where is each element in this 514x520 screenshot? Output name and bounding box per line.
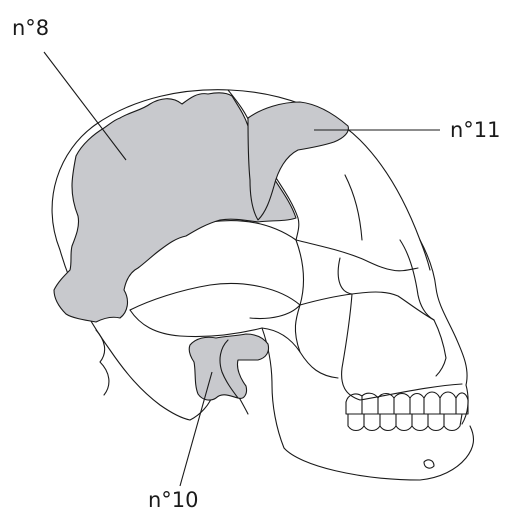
fragment-10 xyxy=(189,334,268,400)
mandible-outline xyxy=(262,328,473,480)
zygomatic-arch xyxy=(296,240,418,271)
label-fragment-8: n°8 xyxy=(12,18,49,39)
temporal-lower xyxy=(130,310,262,337)
coronoid-process xyxy=(295,305,300,352)
upper-teeth xyxy=(346,392,468,414)
mental-foramen xyxy=(424,460,434,468)
squamous-temporal xyxy=(130,284,300,310)
face-profile xyxy=(420,240,468,424)
sphenoid-region xyxy=(210,221,303,319)
occipital-suture xyxy=(96,330,109,395)
frontal-ridge xyxy=(345,175,362,240)
nasal-aperture xyxy=(434,320,446,376)
fragment-11 xyxy=(248,102,348,220)
zygomatic-bone xyxy=(338,258,352,294)
zygomatic-lower xyxy=(300,292,434,320)
mandible-ramus xyxy=(262,328,338,378)
label-fragment-11: n°11 xyxy=(450,120,501,141)
nasal-line xyxy=(420,240,430,270)
leader-line-10 xyxy=(180,372,212,486)
orbit-rim xyxy=(400,240,434,320)
label-fragment-10: n°10 xyxy=(148,490,199,511)
lower-teeth xyxy=(348,414,462,431)
